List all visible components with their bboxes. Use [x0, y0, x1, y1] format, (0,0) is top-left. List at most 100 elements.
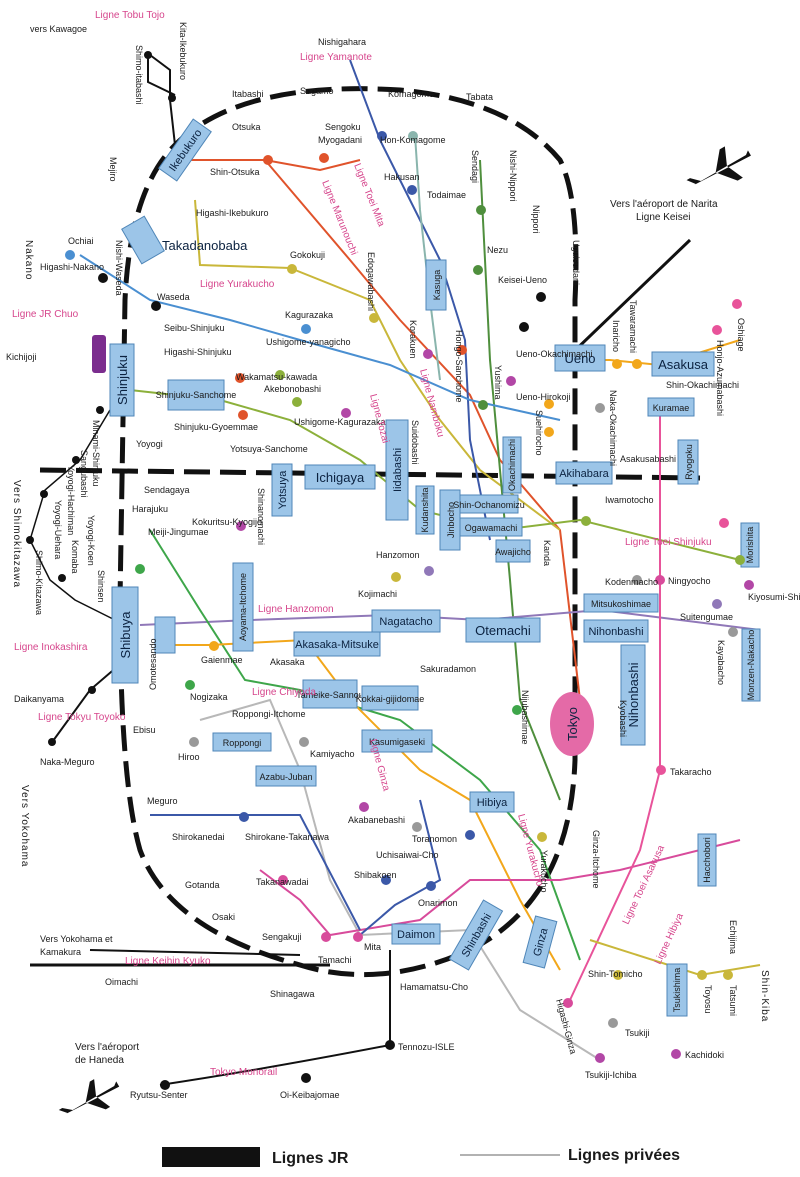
box-kasumigaseki[interactable]: Kasumigaseki: [361, 729, 433, 753]
svg-text:Honjo-Azumabashi: Honjo-Azumabashi: [715, 340, 725, 416]
svg-text:Asakusa: Asakusa: [658, 357, 709, 372]
box-mitsukoshimae[interactable]: Mitsukoshimae: [583, 593, 659, 613]
svg-text:Nagatacho: Nagatacho: [379, 616, 432, 628]
box-jinbocho[interactable]: Jinbocho: [439, 489, 461, 551]
yokohama-jr-line: [89, 949, 301, 956]
kichijoji-marker: [92, 335, 106, 373]
box-aoyama-itchome[interactable]: Aoyama-Itchome: [232, 562, 254, 652]
box-ogawamachi[interactable]: Ogawamachi: [459, 517, 523, 537]
box-azabu-juban[interactable]: Azabu-Juban: [255, 765, 317, 787]
svg-text:Takanawadai: Takanawadai: [256, 877, 309, 887]
svg-text:Keisei-Ueno: Keisei-Ueno: [498, 275, 547, 285]
svg-text:Tatsumi: Tatsumi: [728, 985, 738, 1016]
box-hibiya[interactable]: Hibiya: [469, 791, 515, 813]
svg-text:Kokkai-gijidomae: Kokkai-gijidomae: [356, 694, 425, 704]
box-tokyo[interactable]: Tokyo: [550, 692, 594, 756]
box-hacchobori[interactable]: Hacchobori: [697, 833, 717, 887]
svg-text:Sakuradamon: Sakuradamon: [420, 664, 476, 674]
box-kudanshita[interactable]: Kudanshita: [415, 485, 435, 535]
svg-text:Osaki: Osaki: [212, 912, 235, 922]
marunouchi-north: [175, 159, 361, 172]
svg-text:Lignes JR: Lignes JR: [272, 1150, 349, 1167]
box-shinbashi[interactable]: Shinbashi: [448, 899, 504, 971]
svg-text:Akasaka-Mitsuke: Akasaka-Mitsuke: [295, 639, 379, 651]
svg-text:Nishi-Nippori: Nishi-Nippori: [508, 150, 518, 202]
tokyo-monorail-line: [159, 950, 391, 1086]
svg-text:Shinjuku-Sanchome: Shinjuku-Sanchome: [156, 390, 237, 400]
svg-text:Okachimachi: Okachimachi: [507, 439, 517, 491]
box-morishita[interactable]: Morishita: [740, 522, 760, 568]
svg-text:Yoyogi-Uehara: Yoyogi-Uehara: [53, 500, 63, 559]
svg-text:Ryogoku: Ryogoku: [684, 444, 694, 480]
svg-text:vers Kawagoe: vers Kawagoe: [30, 24, 87, 34]
svg-text:Ligne Inokashira: Ligne Inokashira: [14, 642, 88, 653]
box-okachimachi[interactable]: Okachimachi: [502, 436, 522, 494]
box-ryogoku[interactable]: Ryogoku: [677, 439, 699, 485]
box-monzen-nakacho[interactable]: Monzen-Nakacho: [741, 628, 761, 702]
box-nagatacho[interactable]: Nagatacho: [371, 609, 441, 633]
svg-text:Sendagi: Sendagi: [470, 150, 480, 183]
svg-text:Sugamo: Sugamo: [300, 86, 334, 96]
svg-text:Kudanshita: Kudanshita: [420, 487, 430, 532]
svg-text:Kiyosumi-Shirakawa: Kiyosumi-Shirakawa: [748, 592, 800, 602]
box-roppongi[interactable]: Roppongi: [212, 732, 272, 752]
svg-text:Ligne Yamanote: Ligne Yamanote: [300, 52, 372, 63]
svg-text:Ligne Yurakucho: Ligne Yurakucho: [200, 279, 275, 290]
box-awajicho[interactable]: Awajicho: [495, 539, 531, 563]
box-yotsuya[interactable]: Yotsuya: [271, 463, 293, 517]
svg-text:Kachidoki: Kachidoki: [685, 1050, 724, 1060]
svg-text:Ligne Keisei: Ligne Keisei: [636, 212, 690, 223]
box-asakusa[interactable]: Asakusa: [651, 351, 715, 377]
svg-text:Shibuya: Shibuya: [118, 611, 133, 659]
svg-text:Nishigahara: Nishigahara: [318, 37, 366, 47]
box-omotesando[interactable]: [154, 616, 176, 654]
svg-text:Ligne Tobu Tojo: Ligne Tobu Tojo: [95, 10, 165, 21]
svg-text:Shinagawa: Shinagawa: [270, 989, 315, 999]
svg-text:Oimachi: Oimachi: [105, 977, 138, 987]
svg-text:Vers Yokohama et: Vers Yokohama et: [40, 934, 113, 944]
box-iidabashi[interactable]: Iidabashi: [385, 419, 409, 521]
box-daimon[interactable]: Daimon: [391, 923, 441, 945]
box-kokkai-gijidomae[interactable]: Kokkai-gijidomae: [356, 685, 425, 711]
box-ikebukuro[interactable]: Ikebukuro: [158, 118, 212, 182]
svg-text:Yotsuya: Yotsuya: [277, 470, 289, 510]
box-otemachi[interactable]: Otemachi: [465, 617, 541, 643]
svg-text:Morishita: Morishita: [745, 527, 755, 564]
box-akasaka-mitsuke[interactable]: Akasaka-Mitsuke: [293, 631, 381, 657]
box-takadanobaba[interactable]: Takadanobaba: [121, 215, 248, 265]
box-kuramae[interactable]: Kuramae: [647, 397, 695, 417]
svg-text:Itabashi: Itabashi: [232, 89, 264, 99]
narita-airport: Vers l'aéroport de Narita Ligne Keisei: [610, 146, 751, 223]
svg-text:Kasuga: Kasuga: [432, 270, 442, 301]
box-shin-ochanomizu[interactable]: Shin-Ochanomizu: [453, 494, 525, 514]
box-ichigaya[interactable]: Ichigaya: [304, 464, 376, 490]
svg-text:Shimo-itabashi: Shimo-itabashi: [134, 45, 144, 105]
box-kasuga[interactable]: Kasuga: [425, 259, 447, 311]
svg-text:Tsukiji: Tsukiji: [625, 1028, 650, 1038]
box-nihonbashi[interactable]: Nihonbashi: [583, 619, 649, 643]
box-shibuya[interactable]: Shibuya: [111, 586, 139, 684]
box-tameike-sannou[interactable]: Tameike-Sannou: [296, 679, 364, 709]
svg-text:Myogadani: Myogadani: [318, 135, 362, 145]
svg-text:Nihonbashi: Nihonbashi: [588, 626, 643, 638]
svg-text:Ningyocho: Ningyocho: [668, 576, 711, 586]
box-shinjuku[interactable]: Shinjuku: [109, 343, 135, 417]
box-tsukishima[interactable]: Tsukishima: [666, 963, 688, 1017]
svg-text:Suehirocho: Suehirocho: [534, 410, 544, 456]
box-ueno[interactable]: Ueno: [554, 344, 606, 372]
box-shinjuku-sanchome[interactable]: Shinjuku-Sanchome: [156, 379, 237, 411]
legend-jr-swatch: [162, 1147, 260, 1167]
svg-text:Akasaka: Akasaka: [270, 657, 305, 667]
svg-text:Monzen-Nakacho: Monzen-Nakacho: [746, 630, 756, 701]
box-akihabara[interactable]: Akihabara: [555, 461, 613, 485]
keisei-line: [563, 238, 692, 362]
svg-text:Kayabacho: Kayabacho: [716, 640, 726, 685]
svg-text:Akihabara: Akihabara: [559, 468, 609, 480]
svg-text:Tawaramachi: Tawaramachi: [628, 300, 638, 353]
box-ginza[interactable]: Ginza: [522, 915, 558, 969]
svg-text:Vers l'aéroport de Narita: Vers l'aéroport de Narita: [610, 199, 718, 210]
svg-text:Ligne Hanzomon: Ligne Hanzomon: [258, 604, 334, 615]
svg-text:Ushigome-yanagicho: Ushigome-yanagicho: [266, 337, 351, 347]
station-labels: Shimo-itabashi Kita-Ikebukuro Itabashi S…: [34, 22, 800, 1100]
